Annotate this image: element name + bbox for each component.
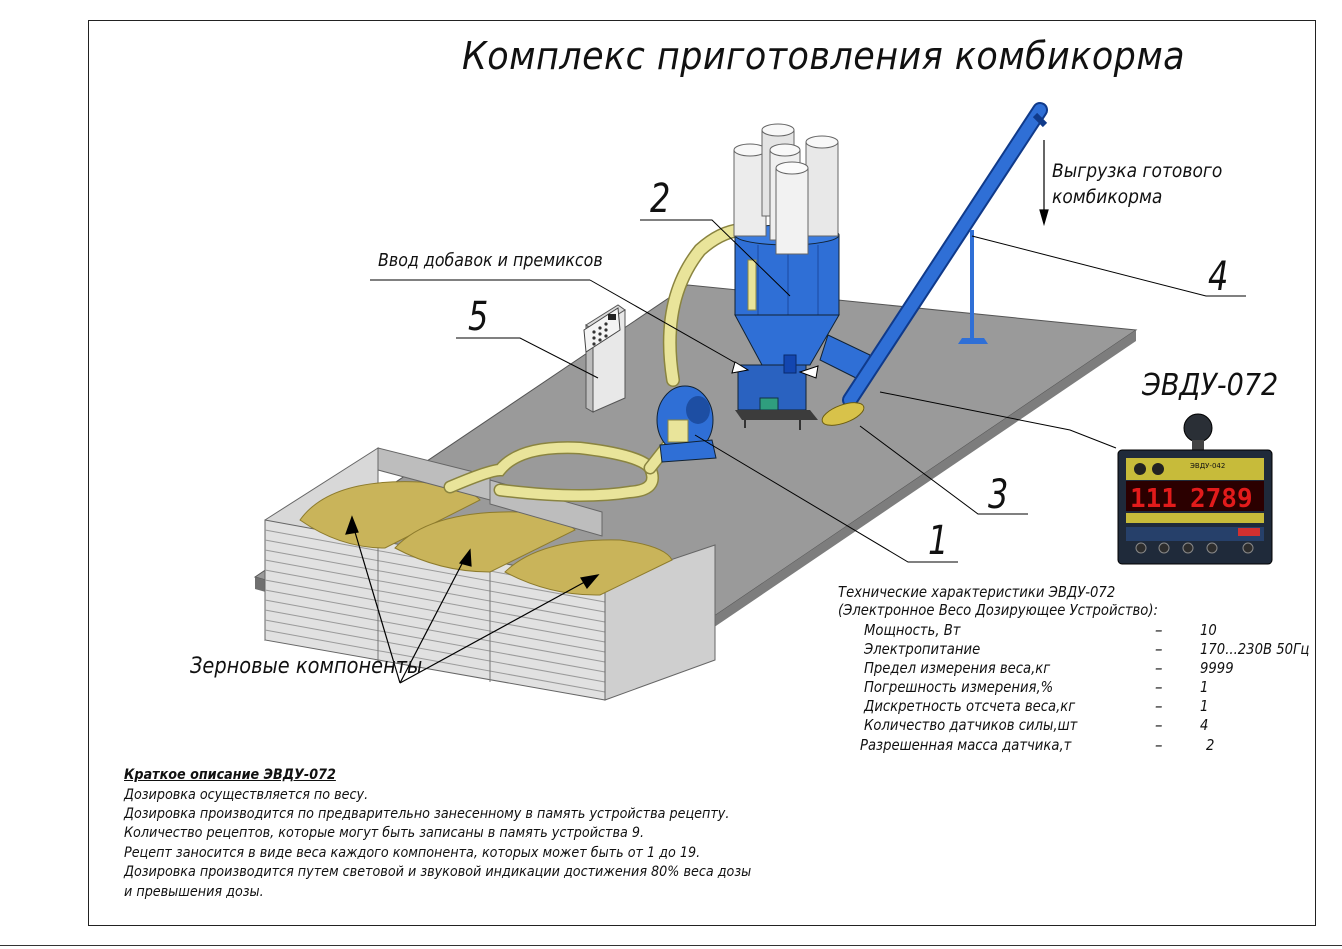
unload-arrow xyxy=(1039,140,1049,227)
grain-components-label: Зерновые компоненты xyxy=(190,654,423,679)
unload-label-line1: Выгрузка готового xyxy=(1052,160,1223,182)
spec-value: 10 xyxy=(1200,621,1217,639)
discharge-auger xyxy=(821,102,1048,426)
control-cabinet xyxy=(583,304,626,413)
additives-label: Ввод добавок и премиксов xyxy=(378,250,603,271)
spec-dash: – xyxy=(1155,659,1163,677)
callout-1: 1 xyxy=(928,518,949,564)
spec-label: Погрешность измерения,% xyxy=(864,678,1054,696)
spec-label: Предел измерения веса,кг xyxy=(864,659,1051,677)
drawing-frame xyxy=(88,20,1316,926)
spec-dash: – xyxy=(1155,621,1163,639)
spec-dash: – xyxy=(1155,716,1163,734)
panel-display-right: 2789 xyxy=(1190,484,1253,514)
callout-2: 2 xyxy=(650,176,671,222)
spec-dash: – xyxy=(1155,678,1163,696)
spec-value: 9999 xyxy=(1200,659,1234,677)
spec-label: Дискретность отсчета веса,кг xyxy=(864,697,1076,715)
leader-lines xyxy=(456,219,1246,563)
additive-arrows xyxy=(370,279,819,379)
panel-display-left: 111 xyxy=(1130,484,1177,514)
spec-value: 1 xyxy=(1200,697,1209,715)
grain-arrows xyxy=(345,515,600,684)
spec-value: 2 xyxy=(1206,736,1215,754)
page-bottom-line xyxy=(0,945,1342,946)
callout-4: 4 xyxy=(1208,254,1229,300)
description-line: и превышения дозы. xyxy=(124,884,264,900)
callout-3: 3 xyxy=(988,472,1009,518)
suction-hose xyxy=(443,223,747,503)
spec-value: 4 xyxy=(1200,716,1209,734)
spec-label: Количество датчиков силы,шт xyxy=(864,716,1078,734)
spec-value: 1 xyxy=(1200,678,1209,696)
premix-silos xyxy=(733,123,839,255)
mixer-tower xyxy=(734,224,871,430)
description-line: Рецепт заносится в виде веса каждого ком… xyxy=(124,845,701,861)
spec-label: Разрешенная масса датчика,т xyxy=(860,736,1072,754)
spec-label: Мощность, Вт xyxy=(864,621,961,639)
spec-value: 170...230В 50Гц xyxy=(1200,640,1310,658)
hammer-mill xyxy=(656,385,717,463)
panel-brand: ЭВДУ-042 xyxy=(1190,462,1225,470)
description-line: Количество рецептов, которые могут быть … xyxy=(124,825,645,841)
device-name-label: ЭВДУ-072 xyxy=(1142,368,1279,403)
specs-heading: Технические характеристики ЭВДУ-072 xyxy=(838,583,1116,601)
spec-dash: – xyxy=(1155,640,1163,658)
page-title: Комплекс приготовления комбикорма xyxy=(462,34,1186,78)
specs-subheading: (Электронное Весо Дозирующее Устройство)… xyxy=(838,601,1158,619)
callout-5: 5 xyxy=(468,294,489,340)
unload-label-line2: комбикорма xyxy=(1052,186,1163,208)
spec-label: Электропитание xyxy=(864,640,981,658)
spec-dash: – xyxy=(1155,736,1163,754)
grain-bins xyxy=(264,447,716,701)
description-line: Дозировка осуществляется по весу. xyxy=(124,787,369,803)
description-line: Дозировка производится путем световой и … xyxy=(124,864,752,880)
spec-dash: – xyxy=(1155,697,1163,715)
description-line: Дозировка производится по предварительно… xyxy=(124,806,730,822)
description-title: Краткое описание ЭВДУ-072 xyxy=(124,767,336,783)
evdu-panel: ЭВДУ-042 111 2789 xyxy=(1117,413,1273,565)
